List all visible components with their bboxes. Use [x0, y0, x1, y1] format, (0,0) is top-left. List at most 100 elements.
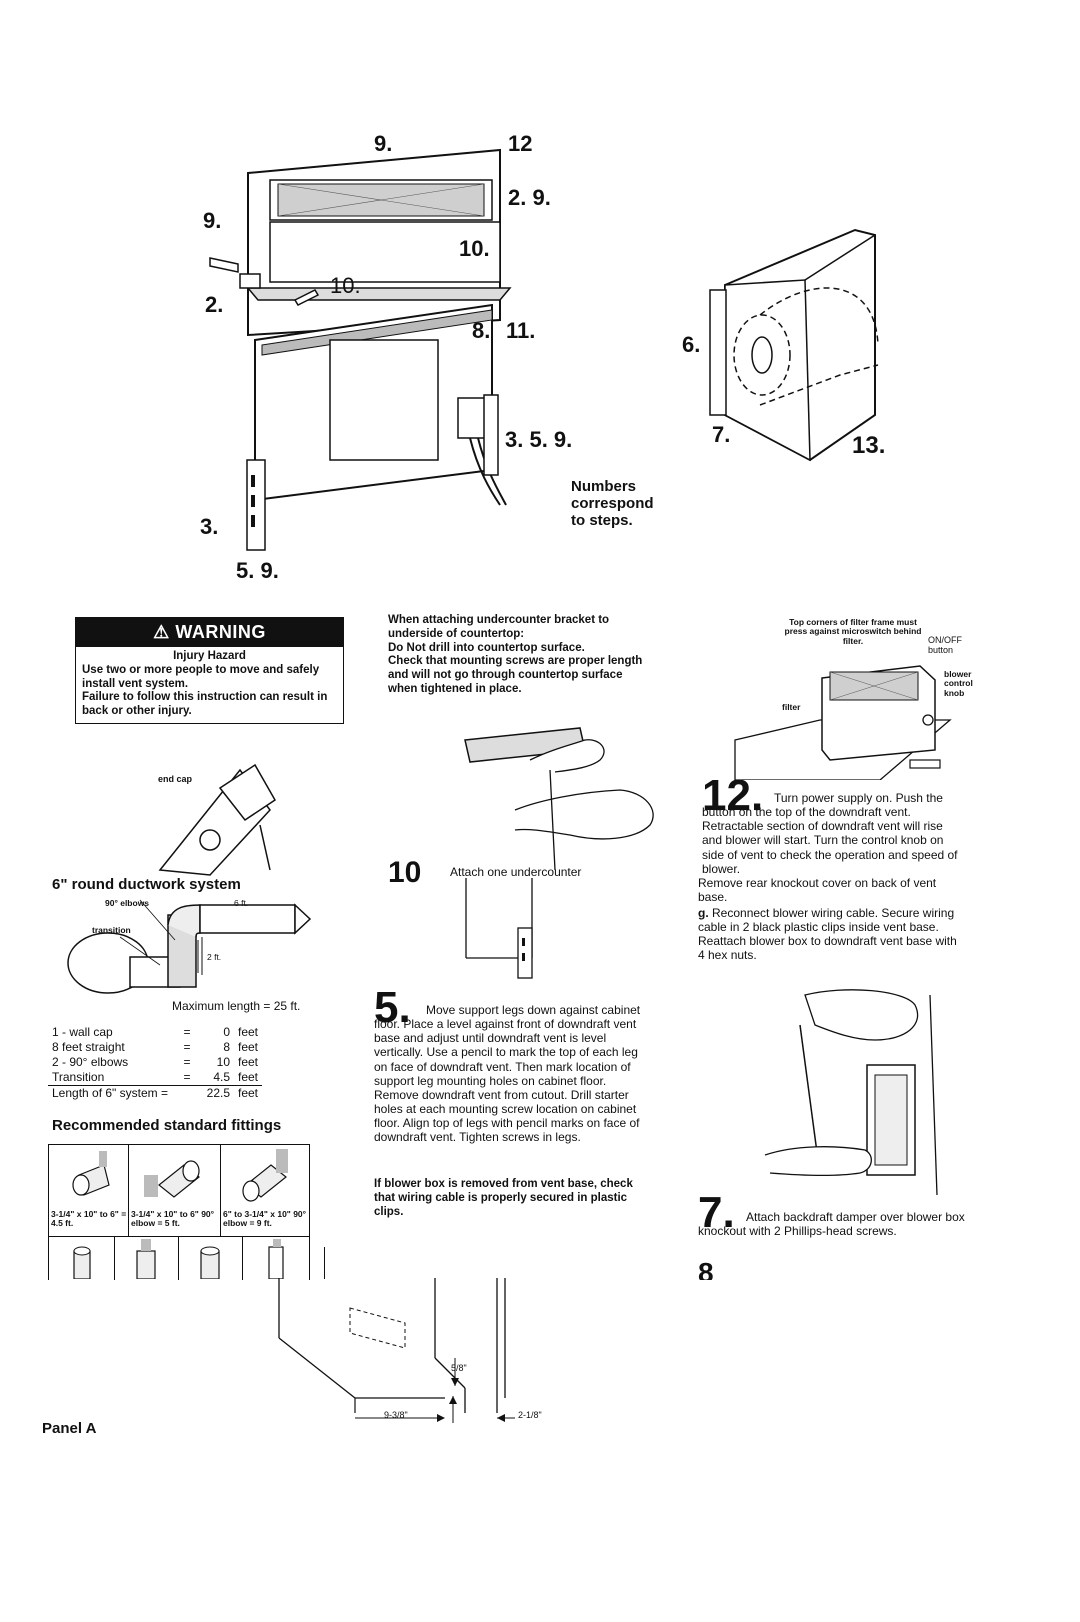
- step-7-text: Attach backdraft damper over blower box …: [698, 1210, 965, 1239]
- fitting-caption: 3-1/4" x 10" to 6" = 4.5 ft.: [51, 1209, 127, 1229]
- fitting-cell: 3-1/4" x 10" to 6" 90° elbow = 5 ft.: [129, 1145, 221, 1237]
- fitting-caption: 3-1/4" x 10" to 6" 90° elbow = 5 ft.: [131, 1209, 215, 1229]
- warning-title: WARNING: [175, 622, 266, 642]
- callout-13: 13.: [852, 432, 886, 459]
- step-10-text: Attach one undercounter: [450, 865, 582, 879]
- warning-box: ⚠ WARNING Injury Hazard Use two or more …: [75, 617, 344, 724]
- length-eq: =: [183, 1055, 191, 1069]
- callout-8: 8.: [472, 318, 491, 343]
- length-item: 2 - 90° elbows: [52, 1055, 129, 1069]
- end-cap-label: end cap: [158, 774, 193, 784]
- fitting-icon: [268, 1239, 284, 1280]
- fittings-heading: Recommended standard fittings: [52, 1117, 282, 1134]
- fitting-cell: [115, 1237, 179, 1280]
- callout-2: 2.: [205, 292, 224, 317]
- length-total-value: 22.5: [206, 1086, 230, 1100]
- length-value: 10: [216, 1055, 230, 1069]
- bracket-hands-drawing: [464, 727, 654, 870]
- callout-7: 7.: [712, 422, 731, 447]
- warning-header: ⚠ WARNING: [76, 618, 343, 647]
- fitting-icon: [73, 1246, 91, 1280]
- fitting-cell: 6" to 3-1/4" x 10" 90° elbow = 9 ft.: [221, 1145, 309, 1237]
- filter-frame-label: Top corners of filter frame must press a…: [784, 617, 922, 646]
- fitting-cell: [243, 1237, 309, 1280]
- warning-line-2: Failure to follow this instruction can r…: [82, 691, 328, 718]
- ductwork-heading: 6" round ductwork system: [52, 876, 241, 893]
- dim-2-1-8: 2-1/8": [518, 1410, 542, 1420]
- length-value: 0: [223, 1025, 230, 1039]
- length-table: 1 - wall cap = 0 feet 8 feet straight = …: [48, 1025, 263, 1102]
- length-eq: =: [183, 1040, 191, 1054]
- undercounter-bracket-drawing: [465, 878, 533, 979]
- ductwork-max-length: Maximum length = 25 ft.: [172, 999, 301, 1013]
- fittings-grid: 3-1/4" x 10" to 6" = 4.5 ft. 3-1/4" x 10…: [48, 1144, 310, 1280]
- fitting-cell: [49, 1237, 115, 1280]
- length-row: 8 feet straight = 8 feet: [48, 1040, 262, 1055]
- step-5-text: Move support legs down against cabinet f…: [374, 1003, 641, 1145]
- ductwork-6ft-label: 6 ft.: [234, 898, 249, 908]
- length-unit: feet: [238, 1025, 259, 1039]
- ductwork-drawing: [67, 899, 312, 994]
- step-g-text: Reconnect blower wiring cable. Secure wi…: [698, 906, 957, 963]
- length-item: 1 - wall cap: [52, 1025, 113, 1039]
- ductwork-transition-label: transition: [92, 925, 131, 935]
- bracket-note-line-1: When attaching undercounter bracket to u…: [388, 614, 610, 640]
- bracket-note-line-3: Check that mounting screws are proper le…: [388, 655, 643, 695]
- dim-5-8: 5/8": [451, 1363, 467, 1373]
- warning-line-1: Use two or more people to move and safel…: [82, 663, 320, 690]
- fitting-elbow-icon: [144, 1160, 200, 1198]
- length-total-unit: feet: [238, 1086, 259, 1100]
- callout-10-mid: 10.: [330, 273, 361, 298]
- steps-note: Numbers correspond to steps.: [571, 478, 654, 529]
- step-g-block: g. Reconnect blower wiring cable. Secure…: [698, 906, 960, 963]
- length-total-row: Length of 6" system = 22.5 feet: [48, 1086, 262, 1102]
- step-12-number: 12.: [702, 771, 764, 820]
- fitting-cell: [179, 1237, 243, 1280]
- callout-5-9: 5. 9.: [236, 558, 279, 583]
- callout-6: 6.: [682, 332, 701, 357]
- fitting-icon: [136, 1239, 156, 1280]
- callout-3-5-9: 3. 5. 9.: [505, 427, 573, 452]
- length-total-label: Length of 6" system =: [52, 1086, 168, 1100]
- panel-label: Panel A: [42, 1420, 97, 1437]
- bracket-note-line-2: Do Not drill into countertop surface.: [388, 641, 585, 654]
- length-row: Transition = 4.5 feet: [48, 1070, 263, 1086]
- length-row: 2 - 90° elbows = 10 feet: [48, 1055, 262, 1070]
- warning-triangle-icon: ⚠: [153, 622, 170, 642]
- step-12-text: Turn power supply on. Push the button on…: [702, 791, 958, 876]
- step-7-number: 7.: [698, 1188, 735, 1237]
- divider: [324, 1247, 325, 1279]
- ductwork-2ft-label: 2 ft.: [207, 952, 222, 962]
- fitting-icon: [200, 1246, 220, 1280]
- filter-diagram-drawing: [734, 665, 952, 780]
- blower-box-drawing: [709, 228, 879, 462]
- fitting-transition-icon: [72, 1151, 110, 1196]
- warning-subtitle: Injury Hazard: [173, 650, 246, 662]
- end-cap-drawing: [158, 763, 276, 876]
- callout-9-top: 9.: [374, 131, 393, 156]
- callout-11: 11.: [506, 318, 536, 343]
- vent-assembly-drawing: [209, 148, 512, 551]
- step-8-number: 8: [698, 1262, 714, 1280]
- callout-3: 3.: [200, 514, 219, 539]
- onoff-button-label: ON/OFF button: [928, 635, 962, 655]
- fitting-elbow-icon: [242, 1149, 288, 1202]
- length-unit: feet: [234, 1070, 263, 1086]
- step-g-label: g.: [698, 906, 709, 920]
- fitting-caption: 6" to 3-1/4" x 10" 90° elbow = 9 ft.: [223, 1209, 307, 1229]
- fitting-cell: 3-1/4" x 10" to 6" = 4.5 ft.: [49, 1145, 129, 1237]
- rear-knockout-text: Remove rear knockout cover on back of ve…: [698, 876, 937, 905]
- callout-12: 12: [508, 131, 533, 156]
- step-10-number: 10: [388, 856, 422, 889]
- backdraft-damper-drawing: [764, 989, 938, 1195]
- ductwork-elbows-label: 90° elbows: [105, 898, 150, 908]
- step-5-number: 5.: [374, 983, 411, 1032]
- length-eq: =: [183, 1025, 191, 1039]
- length-value: 8: [223, 1040, 230, 1054]
- length-unit: feet: [238, 1040, 259, 1054]
- callout-9-left: 9.: [203, 208, 222, 233]
- length-item: Transition: [48, 1070, 176, 1086]
- blower-box-note: If blower box is removed from vent base,…: [374, 1178, 633, 1218]
- length-eq: =: [176, 1070, 198, 1086]
- callout-10-right: 10.: [459, 236, 490, 261]
